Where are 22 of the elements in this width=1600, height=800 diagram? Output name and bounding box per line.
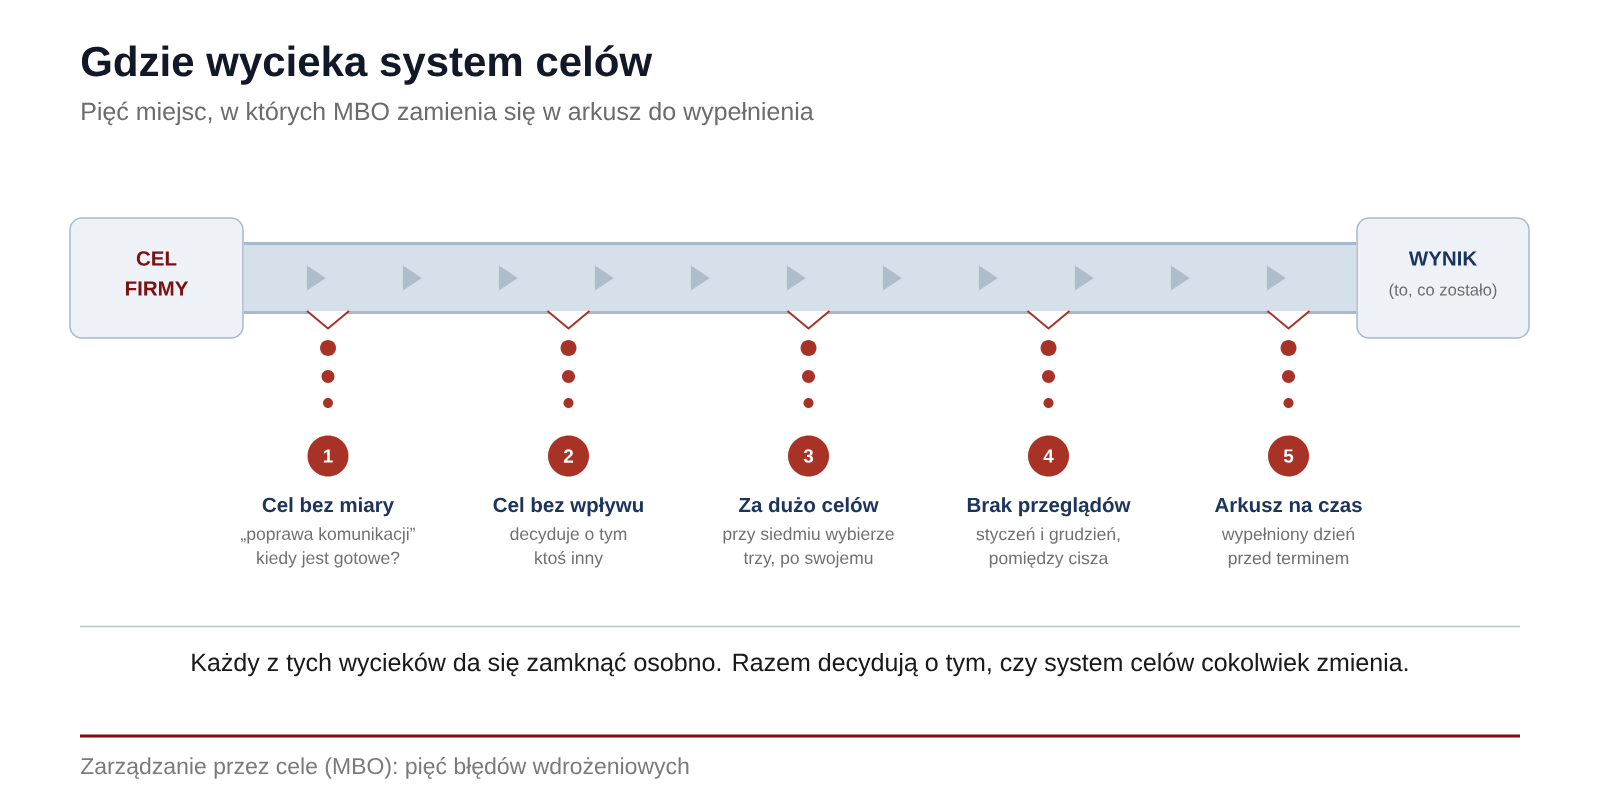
leak-title: Cel bez wpływu bbox=[493, 497, 643, 517]
subtitle: Pięć miejsc, w których MBO zamienia się w arkusz do wypełnienia bbox=[82, 101, 814, 126]
leak-title: Arkusz na czas bbox=[1214, 497, 1362, 513]
start-box: CEL FIRMY bbox=[69, 217, 244, 339]
number-badge: 2 bbox=[548, 435, 589, 477]
leak-title: Brak przeglądów bbox=[967, 496, 1131, 517]
result-box: WYNIK (to, co zostało) bbox=[1356, 217, 1530, 339]
number-badge: 5 bbox=[1268, 435, 1309, 477]
leak-description: wypełniony dzień przed terminem bbox=[1221, 527, 1354, 568]
leak-title: Za dużo celów bbox=[739, 496, 879, 513]
leak-title: Cel bez miary bbox=[262, 497, 394, 517]
number-badge: 4 bbox=[1028, 435, 1069, 477]
pipe-arrow bbox=[243, 242, 1357, 314]
title: Gdzie wycieka system celów bbox=[81, 45, 653, 85]
number-badge: 3 bbox=[788, 435, 829, 477]
leak-description: „poprawa komunikacji” kiedy jest gotowe? bbox=[241, 527, 415, 568]
leak-description: decyduje o tym ktoś inny bbox=[510, 527, 627, 568]
leak-description: styczeń i grudzień, pomiędzy cisza bbox=[976, 527, 1120, 568]
footer-text: Zarządzanie przez cele (MBO): pięć błędów wdrożeniowych bbox=[80, 757, 689, 779]
summary-note: Każdy z tych wycieków da się zamknąć osobno. Razem decydują o tym, czy system celów cokolwiek zmienia. bbox=[192, 652, 1408, 677]
number-badge: 1 bbox=[307, 435, 349, 477]
leak-description: przy siedmiu wybierze trzy, po swojemu bbox=[723, 527, 894, 568]
